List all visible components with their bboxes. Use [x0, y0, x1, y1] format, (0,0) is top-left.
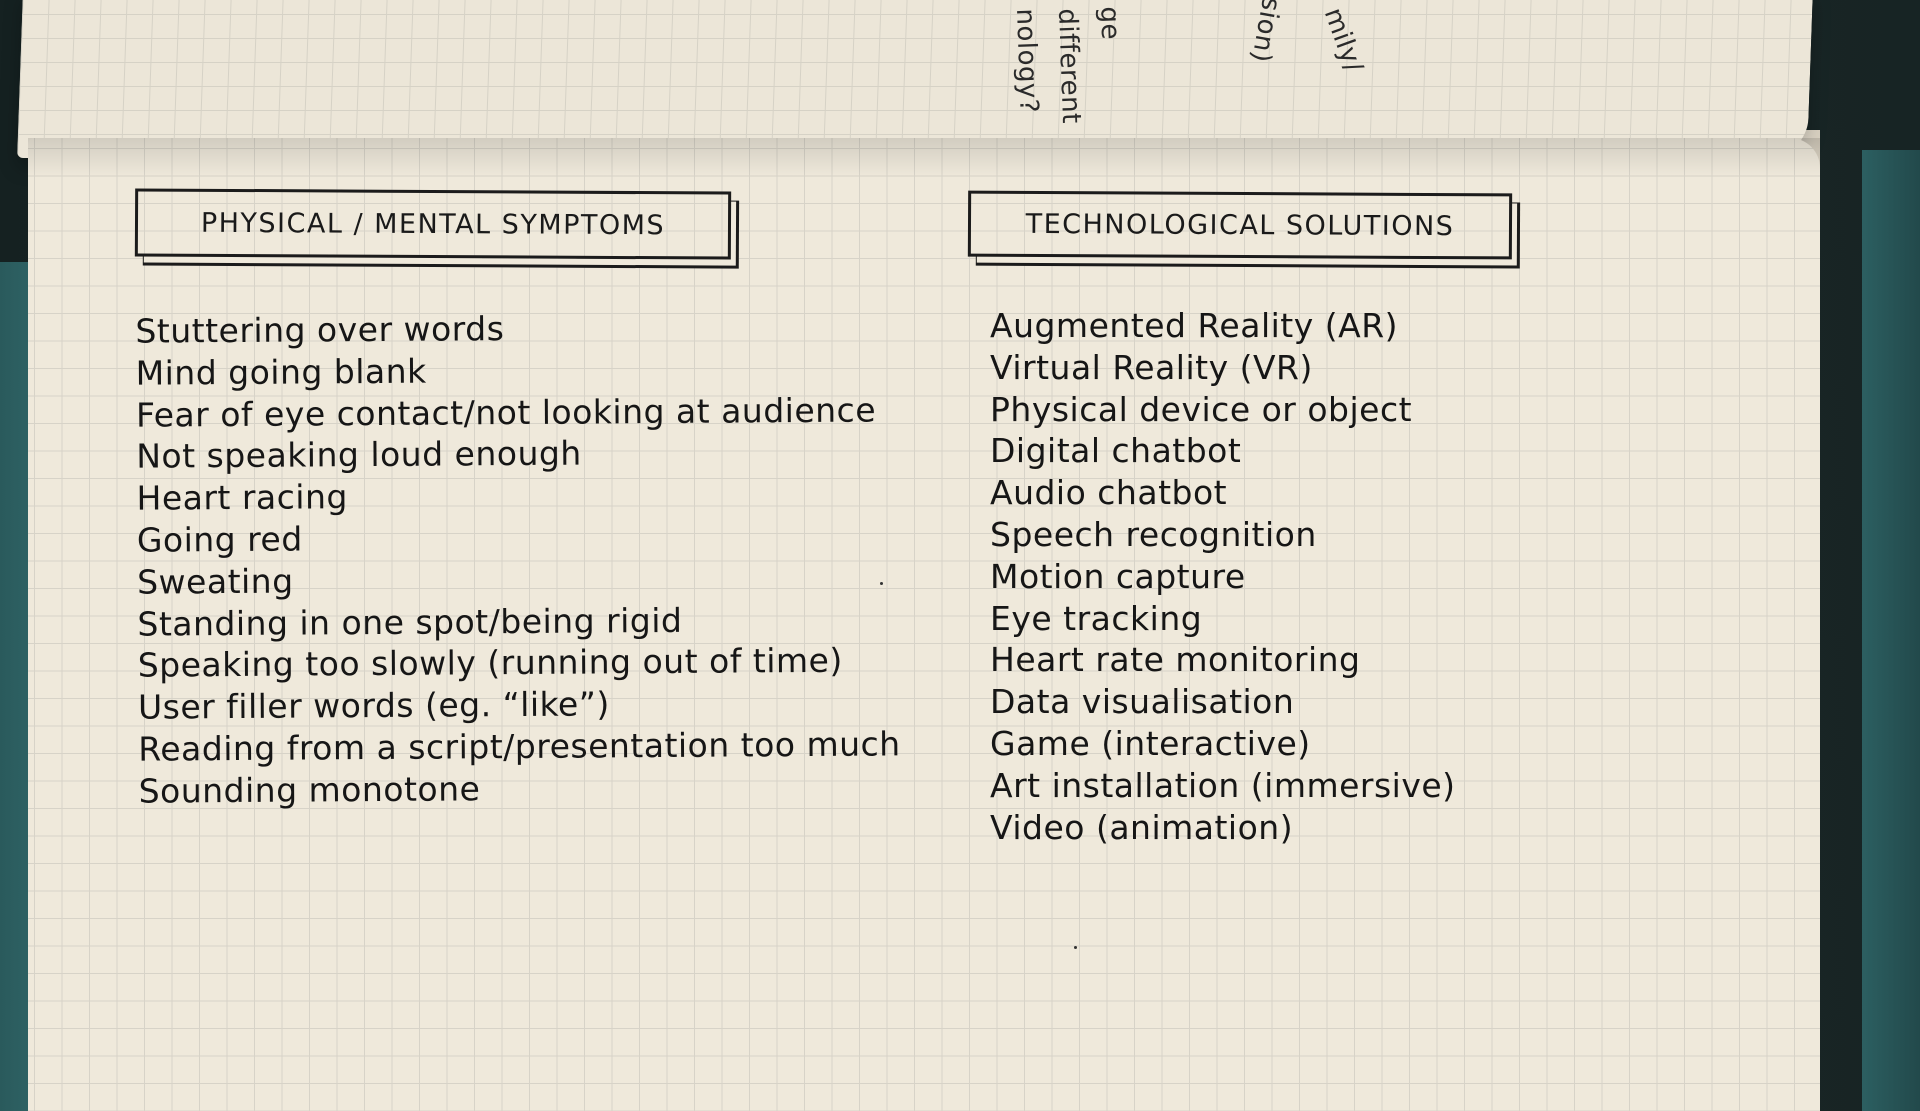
solution-item: Digital chatbot	[990, 431, 1242, 471]
symptoms-list: Stuttering over words Mind going blank F…	[135, 305, 901, 812]
symptom-item: Going red	[136, 519, 303, 560]
solutions-list: Augmented Reality (AR) Virtual Reality (…	[990, 305, 1456, 848]
symptom-item: Mind going blank	[135, 351, 427, 393]
symptom-item: Sweating	[137, 561, 294, 602]
symptom-item: Speaking too slowly (running out of time…	[137, 641, 843, 686]
solution-item: Audio chatbot	[990, 473, 1228, 513]
symptom-item: Stuttering over words	[135, 309, 505, 351]
ink-dot	[1074, 946, 1077, 949]
solution-item: Heart rate monitoring	[990, 640, 1361, 680]
solution-item: Virtual Reality (VR)	[990, 347, 1313, 387]
notebook-cover-right	[1862, 150, 1920, 1111]
symptom-item: Heart racing	[136, 477, 349, 518]
solution-item: Data visualisation	[990, 682, 1295, 722]
solution-item: Augmented Reality (AR)	[990, 306, 1398, 345]
solution-item: Motion capture	[990, 556, 1246, 596]
facing-page	[17, 0, 1813, 158]
solution-item: Physical device or object	[990, 389, 1413, 429]
symptom-item: User filler words (eg. “like”)	[137, 684, 610, 727]
facing-page-fragment: different	[1052, 8, 1087, 125]
solution-item: Speech recognition	[990, 514, 1317, 554]
facing-page-fragment: ge	[1094, 6, 1126, 41]
solutions-heading: TECHNOLOGICAL SOLUTIONS	[1025, 208, 1455, 242]
solution-item: Eye tracking	[990, 598, 1203, 638]
facing-page-fragment: nology?	[1010, 8, 1044, 114]
solutions-heading-box: TECHNOLOGICAL SOLUTIONS	[967, 190, 1513, 260]
solution-item: Video (animation)	[990, 807, 1294, 847]
symptom-item: Reading from a script/presentation too m…	[138, 724, 901, 769]
solution-item: Game (interactive)	[990, 723, 1311, 763]
symptom-item: Fear of eye contact/not looking at audie…	[135, 390, 877, 435]
symptom-item: Not speaking loud enough	[136, 433, 582, 477]
solution-item: Art installation (immersive)	[990, 765, 1456, 805]
ink-dot	[880, 582, 883, 585]
symptoms-heading: PHYSICAL / MENTAL SYMPTOMS	[200, 207, 666, 241]
grid-page	[28, 138, 1820, 1111]
symptom-item: Sounding monotone	[138, 769, 481, 811]
symptom-item: Standing in one spot/being rigid	[137, 600, 683, 644]
symptoms-heading-box: PHYSICAL / MENTAL SYMPTOMS	[134, 188, 732, 260]
